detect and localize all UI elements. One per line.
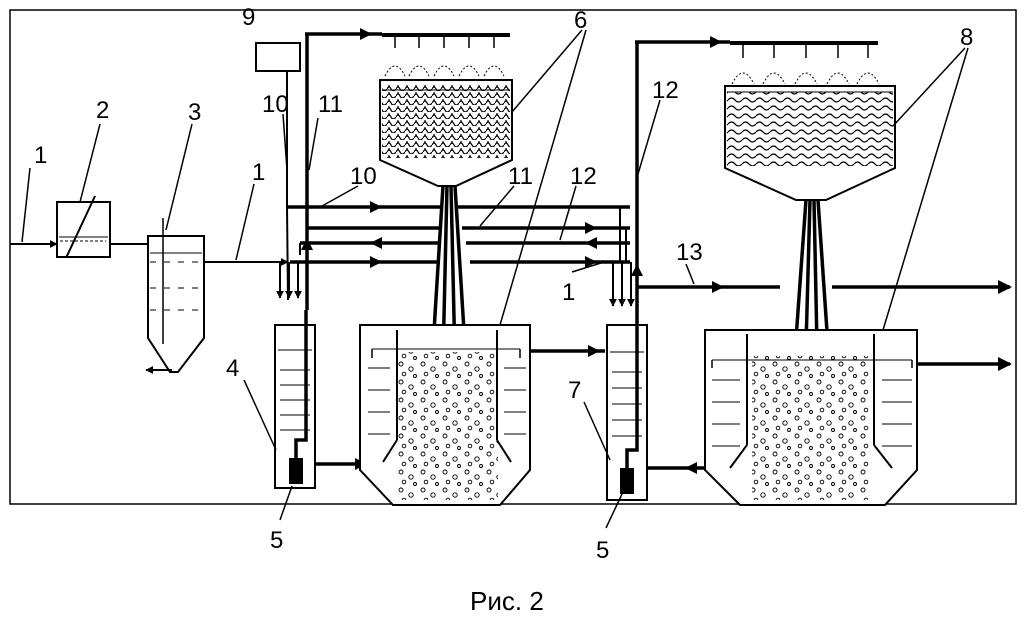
- label-5a: 5: [270, 527, 283, 554]
- biofilter-1: [379, 79, 513, 187]
- figure-caption: Рис. 2: [470, 586, 544, 616]
- label-5b: 5: [596, 537, 609, 564]
- label-4: 4: [226, 355, 239, 382]
- label-2: 2: [96, 97, 109, 124]
- label-9: 9: [242, 4, 255, 31]
- label-11b: 11: [508, 163, 533, 190]
- label-1b: 1: [252, 159, 265, 186]
- sprinkler-2: [730, 41, 880, 85]
- unit-2-tank: [56, 195, 111, 259]
- label-11a: 11: [318, 91, 343, 118]
- unit-3-settler: [147, 218, 205, 373]
- label-1a: 1: [34, 142, 47, 169]
- reactor-8: [704, 329, 918, 506]
- pump-5-right: [620, 320, 639, 494]
- sprinkler-1: [382, 33, 510, 77]
- label-10b: 10: [350, 163, 377, 190]
- pump-5-left: [289, 310, 308, 484]
- label-13: 13: [676, 239, 703, 266]
- reactor-6: [359, 324, 531, 506]
- label-6: 6: [574, 7, 587, 34]
- label-3: 3: [188, 99, 201, 126]
- label-12a: 12: [570, 163, 597, 190]
- label-1c: 1: [562, 279, 575, 306]
- label-8: 8: [960, 24, 973, 51]
- unit-9-dosing-box: [255, 42, 301, 72]
- biofilter-2: [724, 85, 896, 201]
- diagram-frame: [9, 9, 1017, 505]
- leader-lines: [21, 29, 969, 529]
- label-7: 7: [568, 377, 581, 404]
- label-12b: 12: [652, 77, 679, 104]
- label-10a: 10: [262, 91, 289, 118]
